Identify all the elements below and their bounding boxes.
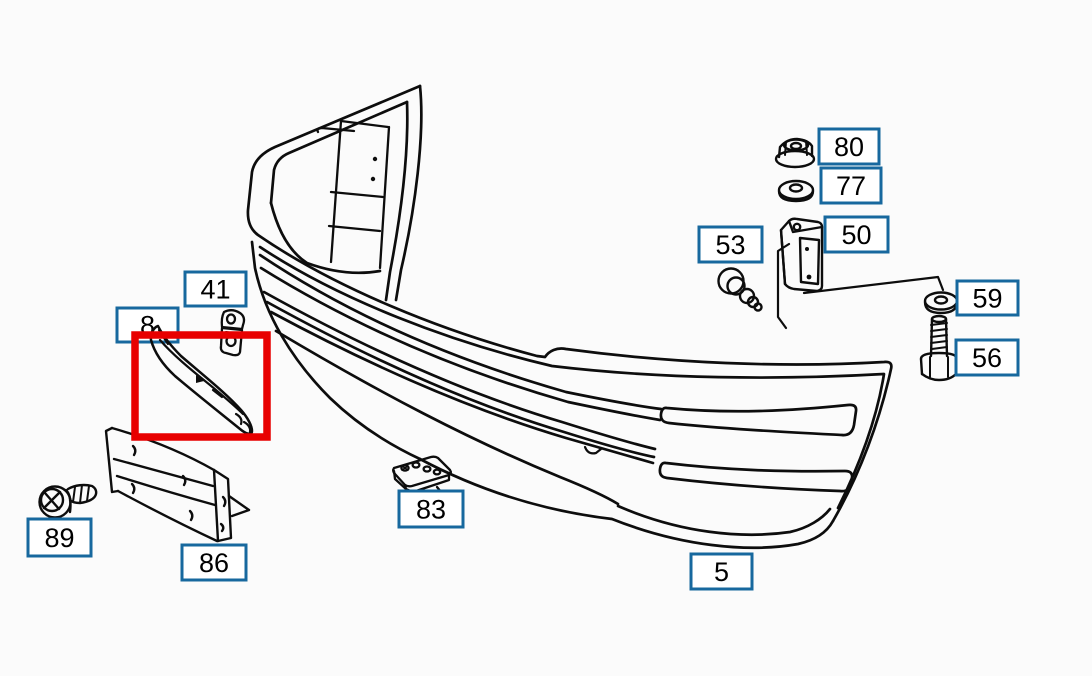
callout-box[interactable]: [819, 166, 883, 205]
highlight-box: [131, 331, 271, 441]
callout-box[interactable]: [180, 543, 248, 582]
callout-box[interactable]: [954, 338, 1020, 377]
callout-89[interactable]: 89: [26, 517, 93, 558]
washer-59-art: [923, 291, 959, 315]
callout-41[interactable]: 41: [183, 270, 248, 308]
bracket-50-art: [779, 217, 824, 293]
callout-86[interactable]: 86: [180, 543, 248, 582]
callout-box[interactable]: [817, 127, 881, 166]
callout-number: 83: [416, 495, 446, 525]
bumper-cover-art: [246, 84, 893, 550]
callout-number: 89: [44, 523, 74, 553]
bolt-56-art: [919, 314, 959, 382]
screw-53-art: [717, 267, 763, 312]
callout-box[interactable]: [697, 225, 764, 264]
callout-number: 5: [714, 557, 729, 587]
callout-56[interactable]: 56: [954, 338, 1020, 377]
callout-number: 41: [200, 275, 230, 305]
callout-number: 80: [834, 132, 864, 162]
callout-box[interactable]: [689, 552, 754, 591]
callout-box[interactable]: [397, 489, 465, 529]
callout-box[interactable]: [823, 215, 890, 254]
leader-lines: [776, 242, 945, 330]
callout-number: 59: [972, 284, 1002, 314]
callout-77[interactable]: 77: [819, 166, 883, 205]
mounting-block-83-art: [392, 455, 452, 495]
callout-50[interactable]: 50: [823, 215, 890, 254]
callout-number: 53: [715, 230, 745, 260]
license-plate-bracket-art: [104, 426, 251, 543]
callout-number: 77: [836, 171, 866, 201]
callout-number: 50: [841, 220, 871, 250]
callout-5[interactable]: 5: [689, 552, 754, 591]
screw-89-art: [38, 483, 98, 519]
callout-box[interactable]: [183, 270, 248, 308]
bracket-8-art: [149, 324, 254, 438]
callout-83[interactable]: 83: [397, 489, 465, 529]
callout-59[interactable]: 59: [955, 279, 1020, 317]
callout-number: 86: [199, 548, 229, 578]
callout-53[interactable]: 53: [697, 225, 764, 264]
callout-box[interactable]: [26, 517, 93, 558]
bumper-line-art: [38, 84, 959, 550]
washer-77-art: [777, 179, 815, 203]
callout-box[interactable]: [955, 279, 1020, 317]
callout-80[interactable]: 80: [817, 127, 881, 166]
callout-number: 56: [972, 343, 1002, 373]
nut-80-art: [774, 137, 816, 169]
